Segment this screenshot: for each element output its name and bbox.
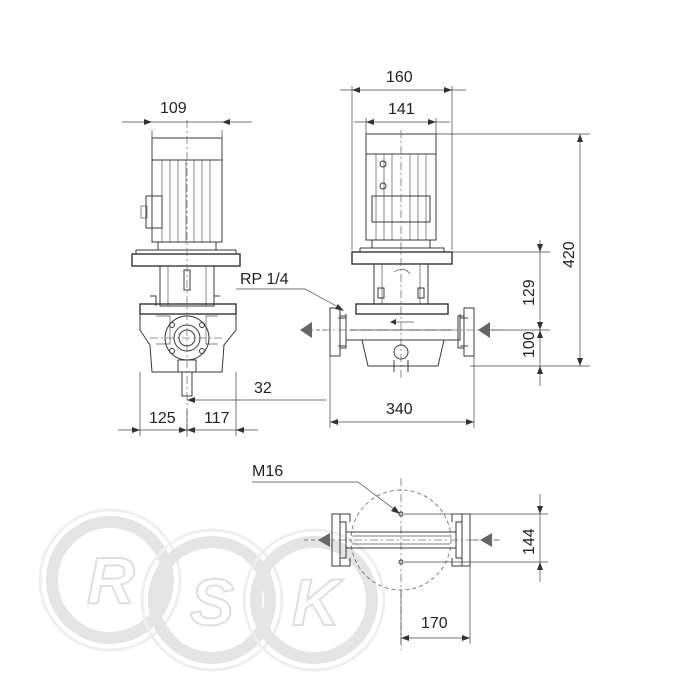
- side-view-dimensions: 109 125 117 32 RP 1/4: [118, 100, 344, 436]
- front-view: [322, 130, 484, 380]
- dim-flange-width: 160: [386, 69, 413, 86]
- dim-side-motor-width: 109: [160, 100, 187, 117]
- top-view-dimensions: M16 144 170: [252, 463, 548, 644]
- flow-arrow-in-right: [478, 322, 490, 338]
- flow-arrows-top: [304, 533, 500, 547]
- watermark-letter-s: S: [190, 565, 234, 639]
- dim-center-to-top: 129: [521, 279, 538, 306]
- dim-total-height: 420: [561, 241, 578, 268]
- flow-arrow-out-left: [300, 322, 312, 338]
- dim-center-height: 100: [521, 331, 538, 358]
- dim-right-half: 117: [204, 410, 230, 427]
- label-bolt-thread: M16: [252, 463, 283, 480]
- flow-arrow-top-right: [480, 533, 492, 547]
- watermark-letter-k: K: [292, 565, 344, 639]
- dim-bolt-spacing-y: 144: [521, 528, 538, 555]
- dim-bolt-spacing-x: 170: [421, 615, 448, 632]
- watermark-letter-r: R: [87, 543, 135, 617]
- dim-motor-width: 141: [388, 101, 415, 118]
- rsk-watermark: R S K: [38, 508, 386, 672]
- dim-left-half: 125: [149, 410, 176, 427]
- flow-arrow-top-left: [318, 533, 330, 547]
- dim-port-offset: 32: [254, 380, 272, 397]
- front-view-dimensions: 160 141 420 129 100 340: [329, 69, 590, 428]
- dim-port-to-port: 340: [386, 401, 413, 418]
- top-view: [322, 478, 500, 650]
- label-port-rp: RP 1/4: [240, 271, 289, 288]
- side-view: [131, 120, 241, 440]
